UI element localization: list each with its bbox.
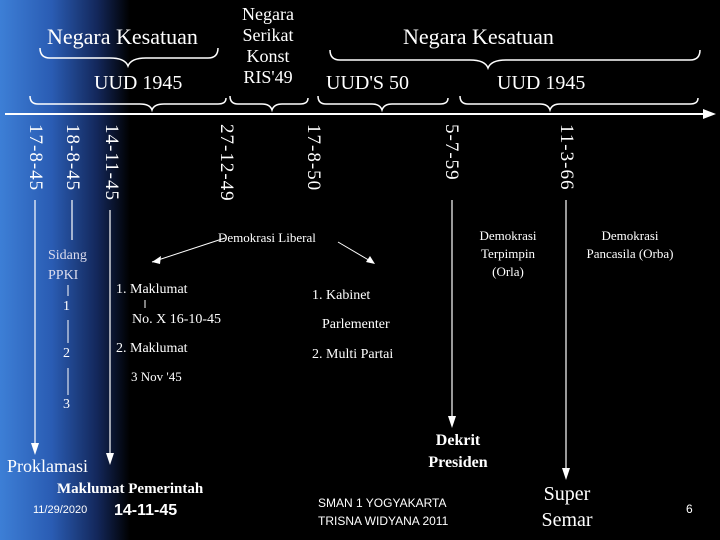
sidang-ppki-label: Sidang PPKI (48, 248, 87, 283)
multi-partai-label: 2. Multi Partai (312, 347, 394, 362)
maklumat-2-label: 2. Maklumat (116, 341, 188, 356)
date-14-11-45: 14-11-45 (101, 124, 122, 201)
super-semar-label: Super Semar (541, 483, 593, 531)
background-gradient (0, 0, 130, 540)
heading-negara-serikat: Negara Serikat Konst RIS'49 (242, 4, 294, 87)
demokrasi-pancasila-label: Demokrasi Pancasila (Orba) (586, 228, 674, 261)
kabinet-label: 1. Kabinet (312, 288, 371, 303)
timeline-arrowhead (703, 109, 716, 119)
page-number: 6 (686, 502, 693, 516)
label-uud1945-left: UUD 1945 (94, 72, 183, 94)
brace-negara-kesatuan-left (39, 47, 219, 69)
heading-negara-kesatuan-left: Negara Kesatuan (47, 24, 198, 49)
heading-negara-kesatuan-right: Negara Kesatuan (403, 24, 554, 49)
label-uud1945-right: UUD 1945 (497, 72, 586, 94)
maklumat-pemerintah-date: 14-11-45 (114, 502, 178, 519)
brace-uud-left (29, 95, 227, 113)
footer-date: 11/29/2020 (33, 504, 88, 516)
brace-uud-right (459, 95, 699, 113)
date-5-7-59: 5-7-59 (441, 124, 462, 181)
ppki-step-1: 1 (63, 299, 70, 314)
footer-school: SMAN 1 YOGYAKARTA (318, 496, 447, 510)
proklamasi-label: Proklamasi (7, 456, 88, 476)
ppki-step-3: 3 (63, 397, 70, 412)
maklumat-1-number: No. X 16-10-45 (132, 312, 222, 327)
parlementer-label: Parlementer (322, 317, 390, 332)
dekrit-presiden-label: Dekrit Presiden (428, 432, 488, 471)
footer-author: TRISNA WIDYANA 2011 (318, 514, 449, 528)
date-17-8-50: 17-8-50 (303, 124, 324, 192)
brace-uuds50 (317, 95, 449, 113)
date-18-8-45: 18-8-45 (62, 124, 83, 192)
demokrasi-terpimpin-label: Demokrasi Terpimpin (Orla) (479, 228, 537, 279)
date-17-8-45: 17-8-45 (25, 124, 46, 192)
footer-credits: SMAN 1 YOGYAKARTA TRISNA WIDYANA 2011 (318, 494, 448, 530)
brace-ris (229, 95, 309, 113)
maklumat-2-date: 3 Nov '45 (131, 369, 182, 384)
maklumat-pemerintah-label: Maklumat Pemerintah (57, 481, 204, 497)
brace-negara-kesatuan-right (329, 49, 701, 71)
label-uuds50: UUD'S 50 (326, 72, 410, 94)
ppki-step-2: 2 (63, 346, 70, 361)
demokrasi-liberal-label: Demokrasi Liberal (218, 230, 316, 245)
date-11-3-66: 11-3-66 (556, 124, 577, 191)
maklumat-1-label: 1. Maklumat (116, 282, 188, 297)
date-27-12-49: 27-12-49 (216, 124, 237, 202)
